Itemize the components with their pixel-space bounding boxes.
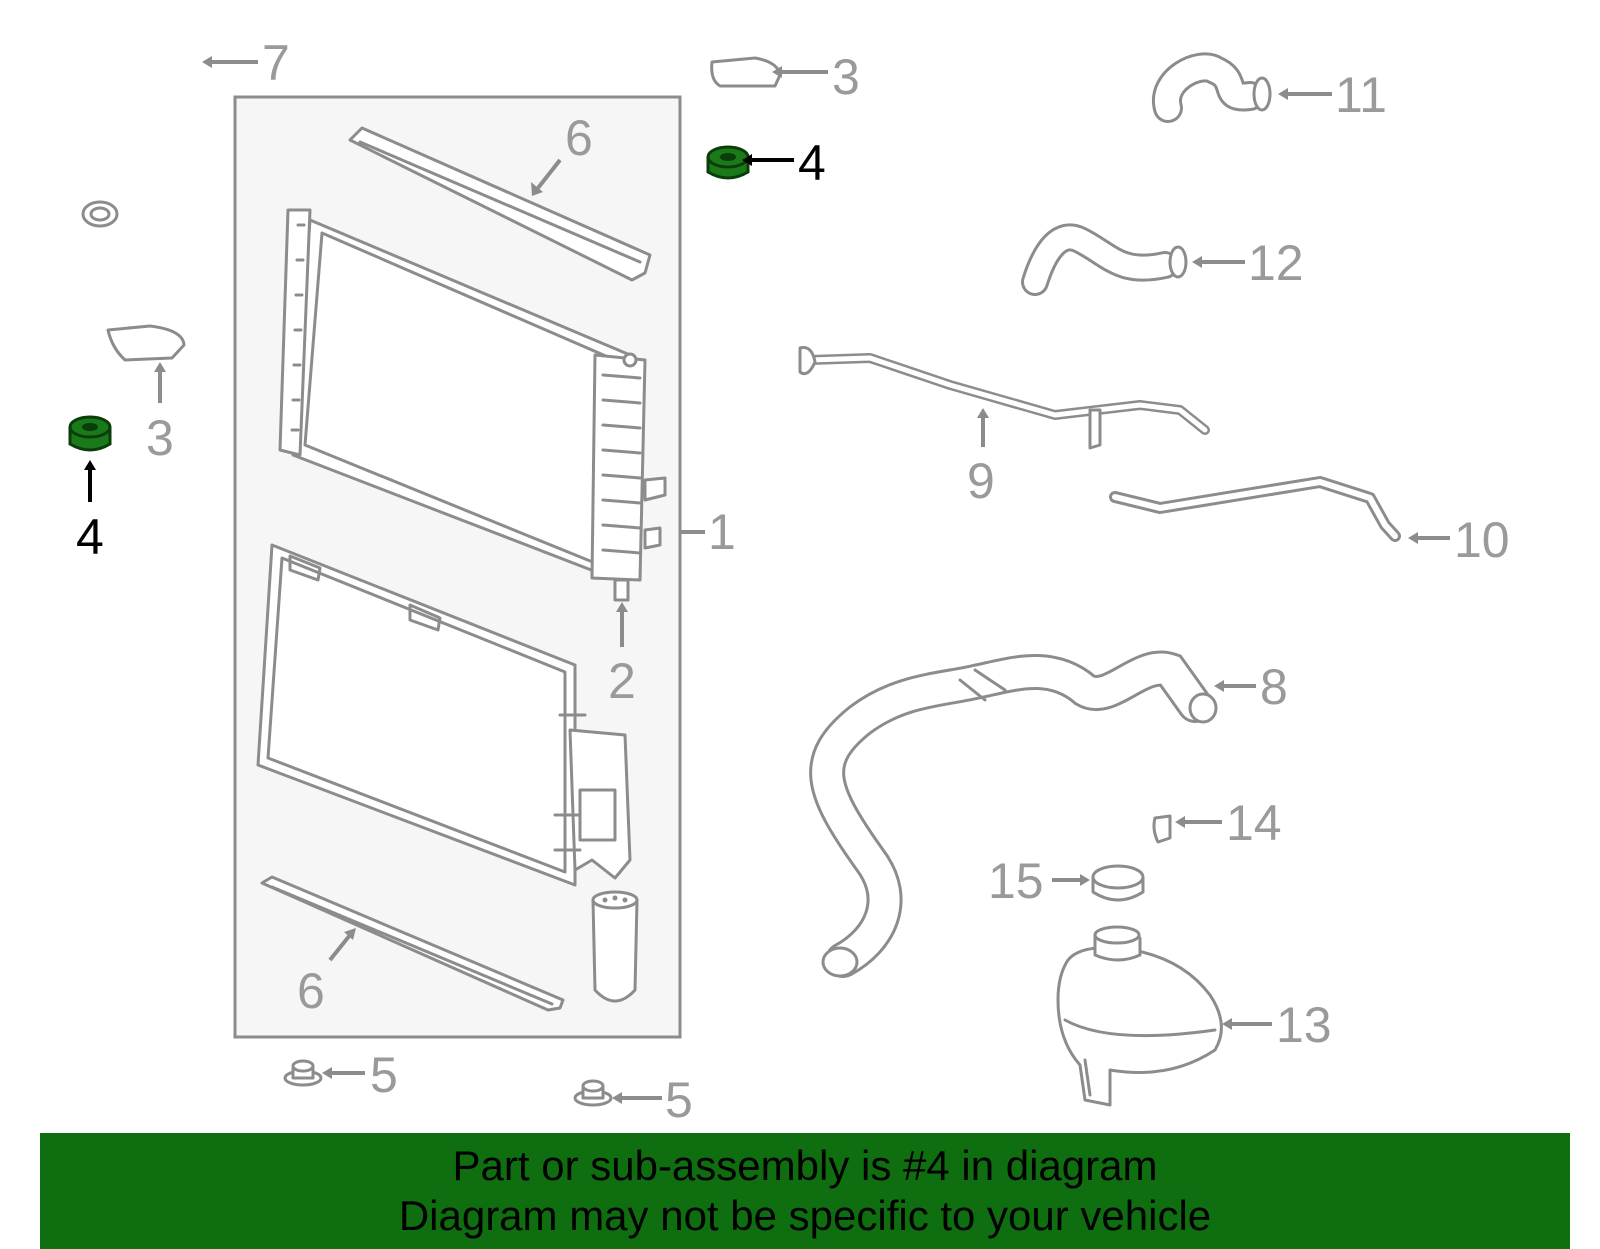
info-banner: Part or sub-assembly is #4 in diagram Di… [40,1133,1570,1249]
part-1-radiator [278,208,667,602]
part-13-reservoir [1056,925,1223,1107]
part-10-pipe [1109,476,1401,542]
callout-5-right: 5 [665,1072,693,1128]
callout-8: 8 [1260,659,1288,715]
part-11-hose [1152,52,1272,123]
part-7-upper-hose [80,36,217,228]
callout-10: 10 [1454,512,1510,568]
callout-15: 15 [988,853,1044,909]
part-9-pipe [798,346,1210,450]
callout-3-top: 3 [832,49,860,105]
leader-lines [84,56,1450,1104]
part-5-grommet-left [283,1059,323,1087]
callout-11: 11 [1335,67,1387,123]
part-4-bushing-left [68,415,112,452]
callout-6-bottom: 6 [297,963,325,1019]
callout-3-left: 3 [146,410,174,466]
part-3-left-bracket [106,324,186,362]
banner-line-2: Diagram may not be specific to your vehi… [398,1192,1212,1239]
banner-line-1: Part or sub-assembly is #4 in diagram [452,1142,1158,1189]
callout-14: 14 [1226,795,1282,851]
part-5-grommet-right [573,1079,613,1107]
callout-12: 12 [1248,235,1304,291]
receiver-drier [591,890,639,1003]
part-14-clip [1152,814,1172,844]
part-4-bushing-top [706,145,750,180]
part-8-lower-hose [809,650,1218,978]
callout-1: 1 [708,504,736,560]
callout-4-top: 4 [798,135,826,191]
callout-4-left: 4 [76,509,104,565]
callout-6-top: 6 [565,110,593,166]
part-2-condenser [256,543,632,887]
callout-5-left: 5 [370,1047,398,1103]
callout-2: 2 [608,653,636,709]
callout-7: 7 [262,35,290,91]
callout-13: 13 [1276,997,1332,1053]
part-6-upper-seal [348,126,652,282]
part-3-upper-bracket [710,56,782,88]
part-15-cap [1091,864,1145,902]
part-6-lower-seal [260,875,565,1012]
part-12-hose [1021,223,1188,296]
callout-9: 9 [967,453,995,509]
